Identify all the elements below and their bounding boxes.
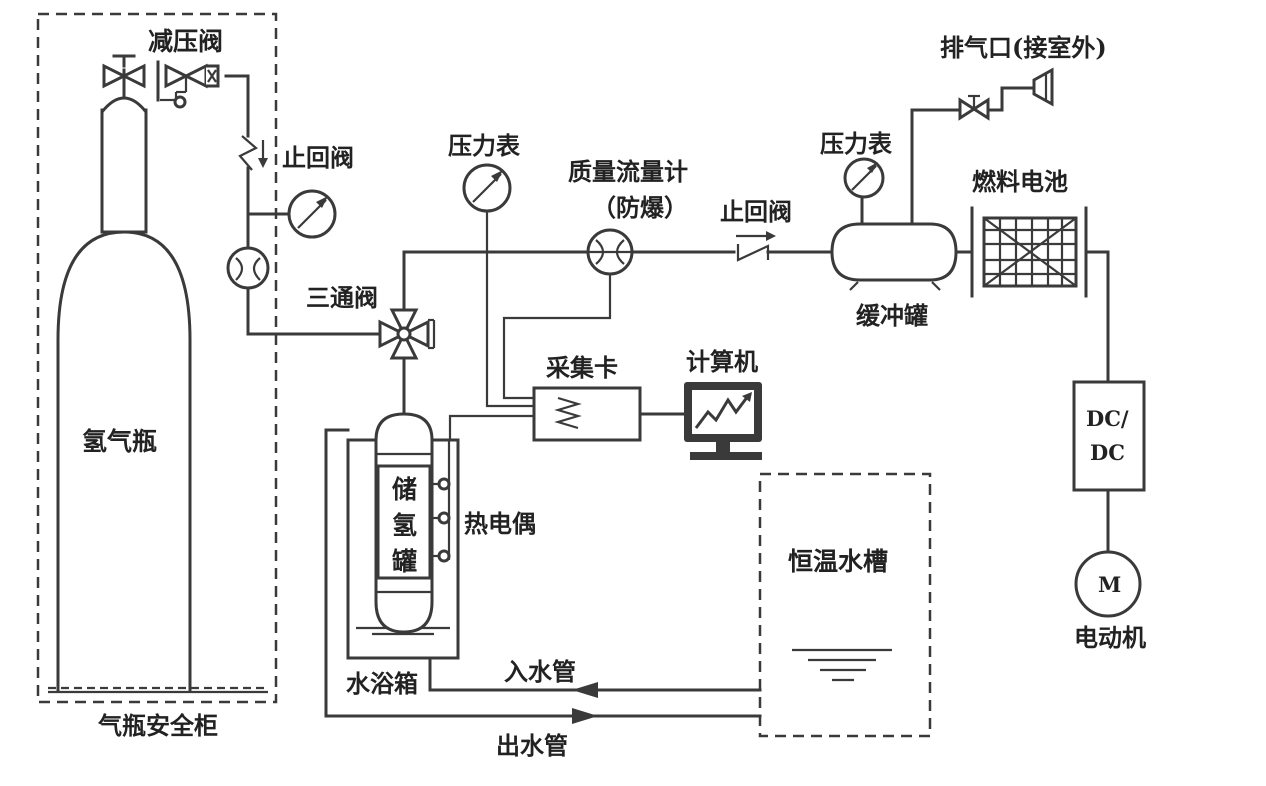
label-storage-tank-1: 储: [392, 475, 417, 504]
label-fuel-cell: 燃料电池: [972, 167, 1068, 196]
pressure-reducer-valve: [156, 60, 220, 109]
fuel-cell-stack: [970, 206, 1088, 298]
label-storage-tank-3: 罐: [391, 547, 417, 576]
exhaust-outlet-icon: [1032, 67, 1054, 107]
flow-sensor-left: [226, 246, 270, 290]
label-pressure-gauge-1: 压力表: [448, 131, 521, 160]
computer-monitor-icon: [684, 382, 762, 460]
hydrogen-cylinder: [48, 96, 268, 694]
mass-flow-meter: [586, 228, 634, 276]
check-valve-top-symbol: [238, 135, 268, 171]
label-storage-tank-2: 氢: [392, 511, 417, 540]
inlet-arrow: [572, 682, 598, 698]
buffer-tank: [830, 222, 958, 291]
label-buffer-tank: 缓冲罐: [856, 301, 928, 330]
water-surface-lines: [792, 648, 892, 682]
label-water-bath-box: 水浴箱: [346, 669, 418, 698]
cylinder-valve: [102, 54, 146, 98]
three-way-valve: [378, 308, 436, 360]
label-mass-flow-meter-sub: （防爆）: [592, 193, 688, 222]
pressure-gauge-right: [843, 157, 885, 199]
label-thermocouple: 热电偶: [464, 509, 536, 538]
cylinder-cabinet-frame: [36, 12, 278, 704]
label-cylinder-cabinet: 气瓶安全柜: [97, 711, 218, 740]
thermostatic-bath-frame: [758, 472, 932, 738]
label-mass-flow-meter: 质量流量计: [568, 157, 688, 186]
thermocouple-contacts: [432, 440, 451, 563]
daq-card: [532, 386, 642, 442]
dcdc-converter: [1072, 380, 1146, 492]
label-water-inlet: 入水管: [504, 657, 576, 686]
outlet-arrow: [572, 708, 598, 724]
label-three-way-valve: 三通阀: [306, 283, 378, 312]
label-dcdc-line1: DC/: [1086, 406, 1129, 431]
label-check-valve-mid: 止回阀: [720, 197, 792, 226]
label-motor-symbol: M: [1098, 572, 1121, 597]
label-thermostatic-bath: 恒温水槽: [788, 547, 888, 576]
label-daq-card: 采集卡: [546, 353, 618, 382]
label-exhaust: 排气口(接室外): [940, 33, 1107, 62]
label-water-outlet: 出水管: [496, 731, 568, 760]
label-pressure-reducer: 减压阀: [148, 27, 223, 56]
check-valve-mid-symbol: [736, 231, 776, 262]
exhaust-valve: [958, 94, 990, 121]
motor-circle: [1074, 550, 1142, 618]
pressure-gauge-top: [287, 189, 337, 239]
label-computer: 计算机: [686, 347, 758, 376]
label-hydrogen-cylinder: 氢气瓶: [82, 427, 157, 456]
label-dcdc-line2: DC: [1090, 440, 1125, 465]
label-check-valve-top: 止回阀: [282, 143, 354, 172]
hydrogen-storage-tank: [374, 412, 434, 634]
label-motor: 电动机: [1074, 623, 1146, 652]
pressure-gauge-mid: [462, 163, 512, 213]
label-pressure-gauge-2: 压力表: [820, 129, 893, 158]
